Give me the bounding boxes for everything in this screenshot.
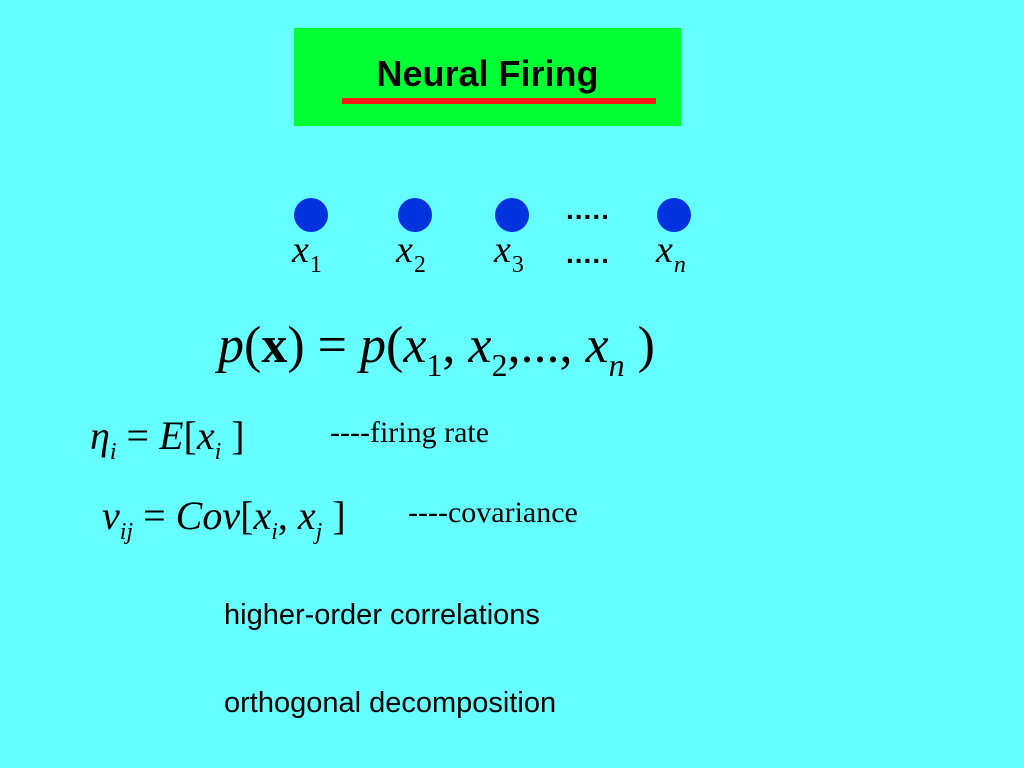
neuron-ellipsis-top: ..... <box>566 194 610 225</box>
neuron-dot-n <box>657 198 691 232</box>
slide-title: Neural Firing <box>376 53 599 94</box>
neuron-label-n: xn <box>656 229 686 278</box>
orthogonal-decomposition-text: orthogonal decomposition <box>224 687 557 719</box>
neuron-ellipsis-bottom: ..... <box>566 238 610 269</box>
higher-order-correlations-text: higher-order correlations <box>224 599 540 631</box>
neuron-label-1: x1 <box>292 229 322 278</box>
firing-rate-label: ----firing rate <box>330 416 490 449</box>
title-underline <box>342 98 656 104</box>
firing-rate-equation: ηi = E[xi ] <box>90 413 245 466</box>
neuron-label-3: x3 <box>494 229 524 278</box>
covariance-label: ----covariance <box>408 496 578 529</box>
title-box: Neural Firing <box>294 28 681 126</box>
neuron-dot-3 <box>495 198 529 232</box>
joint-probability-equation: p(x) = p(x1, x2,..., xn ) <box>218 317 655 383</box>
neuron-dot-1 <box>294 198 328 232</box>
neuron-label-2: x2 <box>396 229 426 278</box>
neuron-dot-2 <box>398 198 432 232</box>
covariance-equation: vij = Cov[xi, xj ] <box>102 493 346 546</box>
